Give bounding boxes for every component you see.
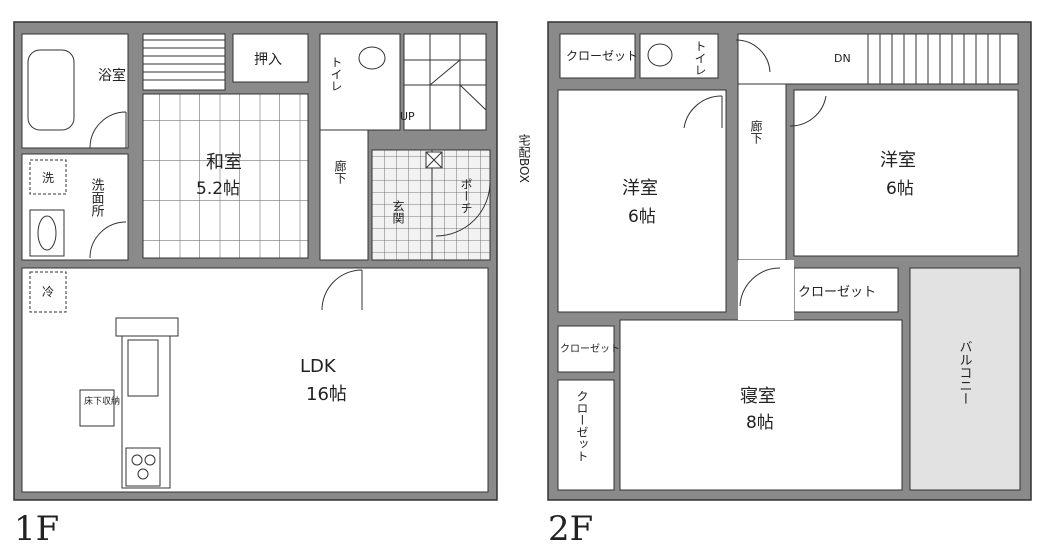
label-porch: ポーチ [459,178,473,214]
closet-mid-room [793,267,899,313]
hall-door-2f [735,39,771,73]
wash-door [89,221,127,259]
burner-3 [137,468,149,480]
entrance-door [435,181,491,237]
burner-2 [144,454,156,466]
hallway-2f [737,83,787,261]
label-closet-top: クローゼット [566,49,638,63]
toilet-1f [319,33,401,131]
label-ldk-name: LDK [300,356,337,377]
label-closet-small: クローゼット [560,343,620,355]
sink [127,339,159,397]
ldk-door [321,269,363,311]
delivery-box-cross [425,151,443,169]
toilet-bowl-1f [358,46,386,70]
ldk-room [21,267,489,493]
washer-box [29,159,67,195]
floor-label-2f: 2F [548,509,594,549]
porch [431,149,491,261]
labels-1f: 浴室 押入 トイレ 洗面所 洗 冷 和室 5.2帖 廊下 UP 玄関 ポーチ 宅… [42,52,531,407]
washbasin [29,209,65,257]
western-left-door [683,95,723,129]
label-washitsu-name: 和室 [206,152,242,173]
label-western-left-name: 洋室 [622,178,658,199]
label-entrance: 玄関 [391,199,405,224]
labels-2f: クローゼット トイレ DN 廊下 洋室 6帖 洋室 6帖 クローゼット クローゼ… [560,40,972,462]
label-balcony: バルコニー [957,340,973,405]
stairs-1f-left [143,39,225,81]
stove [125,447,161,487]
closet-top-room [559,33,636,79]
floor-label-1f: 1F [14,509,60,549]
western-room-right [793,89,1019,257]
label-western-left-size: 6帖 [628,207,656,227]
hallway-1f [319,129,369,261]
washitsu-room [142,93,309,259]
label-closet-mid: クローゼット [798,285,876,300]
kitchen-counter-top [115,317,179,337]
label-oshiire: 押入 [254,52,282,68]
label-toilet-2f: トイレ [693,40,707,76]
stair-under [142,33,226,91]
floor-2f [547,21,1032,501]
closet-tall-room [557,379,615,491]
label-ldk-size: 16帖 [306,384,347,405]
western-room-left [557,89,727,313]
closet-small-room [557,325,615,373]
stairs-2f [867,34,1001,84]
label-bedroom-name: 寝室 [740,386,776,407]
label-bedroom-size: 8帖 [746,413,774,433]
western-right-door [789,95,827,127]
label-hallway-1f: 廊下 [333,159,347,184]
stairs-1f-right [404,34,487,130]
label-delivery-box: 宅配BOX [517,133,531,183]
burner-1 [131,454,143,466]
bedroom [619,319,903,491]
label-bath: 浴室 [98,67,126,84]
floor-1f [13,21,498,501]
label-closet-tall: クローゼット [575,390,589,462]
balcony [909,267,1021,491]
bedroom-door [739,267,781,307]
label-toilet-1f: トイレ [329,56,343,92]
upper-hall-2f [737,33,1019,85]
bathtub [27,49,75,131]
fridge-box [29,271,67,313]
underfloor-box [79,389,115,427]
label-washer: 洗 [42,171,54,185]
stair-1f-turn [403,33,487,131]
bedroom-passage [738,260,794,320]
label-dn: DN [834,52,851,65]
washbasin-bowl [37,215,57,251]
label-washroom: 洗面所 [89,178,105,217]
toilet-bowl-2f [647,43,673,67]
label-hallway-2f: 廊下 [749,119,763,144]
label-western-right-name: 洋室 [880,150,916,171]
label-washitsu-size: 5.2帖 [196,179,240,199]
oshiire-room [232,33,309,83]
genkan [371,149,433,261]
label-fridge: 冷 [42,285,54,299]
label-western-right-size: 6帖 [886,179,914,199]
label-underfloor: 床下収納 [84,395,120,407]
bath-door [89,111,127,149]
label-up: UP [400,110,415,123]
